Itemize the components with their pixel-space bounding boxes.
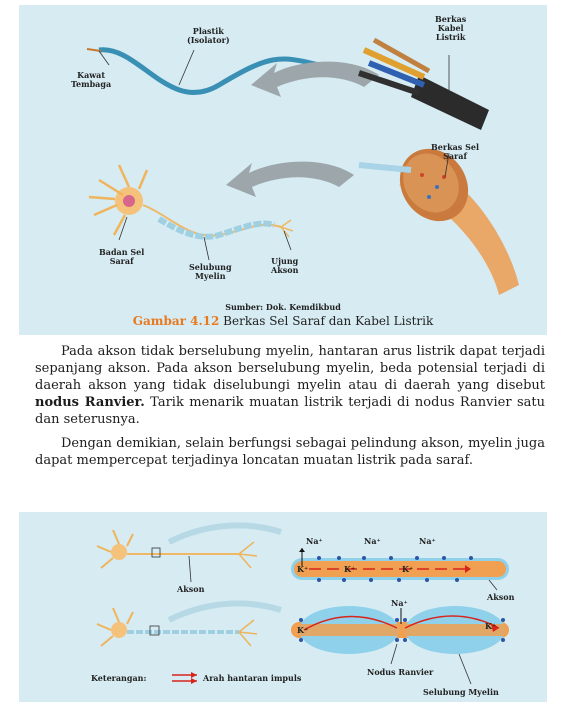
figure-impulse-conduction: Na⁺ Na⁺ Na⁺ K⁺ K⁺ K⁺ Akson Akson Na⁺ K⁺ … xyxy=(19,512,547,702)
figure-caption: Gambar 4.12 Berkas Sel Saraf dan Kabel L… xyxy=(19,314,547,328)
label-kawat-tembaga: Kawat Tembaga xyxy=(71,71,111,89)
label-akson: Akson xyxy=(177,584,204,594)
label-berkas-kabel-listrik: Berkas Kabel Listrik xyxy=(435,15,466,42)
paragraph-1-text-a: Pada akson tidak berselubung myelin, han… xyxy=(35,344,545,393)
electric-cable-bundle-illustration xyxy=(359,40,489,130)
figure-source: Sumber: Dok. Kemdikbud xyxy=(19,302,547,312)
label-na-ion: Na⁺ xyxy=(306,536,323,546)
label-berkas-sel-saraf: Berkas Sel Saraf xyxy=(431,143,479,161)
label-plastik-isolator: Plastik (Isolator) xyxy=(187,27,230,45)
label-na-ion: Na⁺ xyxy=(419,536,436,546)
neuron-myelinated-illustration xyxy=(97,603,281,646)
figure-caption-text: Berkas Sel Saraf dan Kabel Listrik xyxy=(219,314,433,328)
label-nodus-ranvier: Nodus Ranvier xyxy=(367,667,433,677)
label-selubung-myelin: Selubung Myelin xyxy=(423,687,499,697)
legend-label: Keterangan: xyxy=(91,673,146,683)
label-akson: Akson xyxy=(487,592,514,602)
axon-unmyelinated-diagram xyxy=(291,548,509,590)
figure-number: Gambar 4.12 xyxy=(133,314,220,328)
label-k-ion: K⁺ xyxy=(344,564,355,574)
paragraph-2: Dengan demikian, selain berfungsi sebaga… xyxy=(35,435,545,469)
label-k-ion: K⁺ xyxy=(402,564,413,574)
legend-arrow-description: Arah hantaran impuls xyxy=(203,673,301,683)
label-k-ion: K⁺ xyxy=(297,625,308,635)
figure-nerve-cable: Kawat Tembaga Plastik (Isolator) Berkas … xyxy=(19,5,547,335)
label-badan-sel-saraf: Badan Sel Saraf xyxy=(99,248,144,266)
term-nodus-ranvier: nodus Ranvier. xyxy=(35,395,145,410)
label-k-ion: K⁺ xyxy=(297,564,308,574)
paragraph-1: Pada akson tidak berselubung myelin, han… xyxy=(35,343,545,428)
body-text: Pada akson tidak berselubung myelin, han… xyxy=(35,343,545,476)
label-ujung-akson: Ujung Akson xyxy=(271,257,298,275)
label-k-ion: K⁺ xyxy=(485,621,496,631)
label-selubung-myelin: Selubung Myelin xyxy=(189,263,232,281)
neuron-unmyelinated-illustration xyxy=(97,525,281,582)
label-na-ion: Na⁺ xyxy=(364,536,381,546)
label-na-ion: Na⁺ xyxy=(391,598,408,608)
